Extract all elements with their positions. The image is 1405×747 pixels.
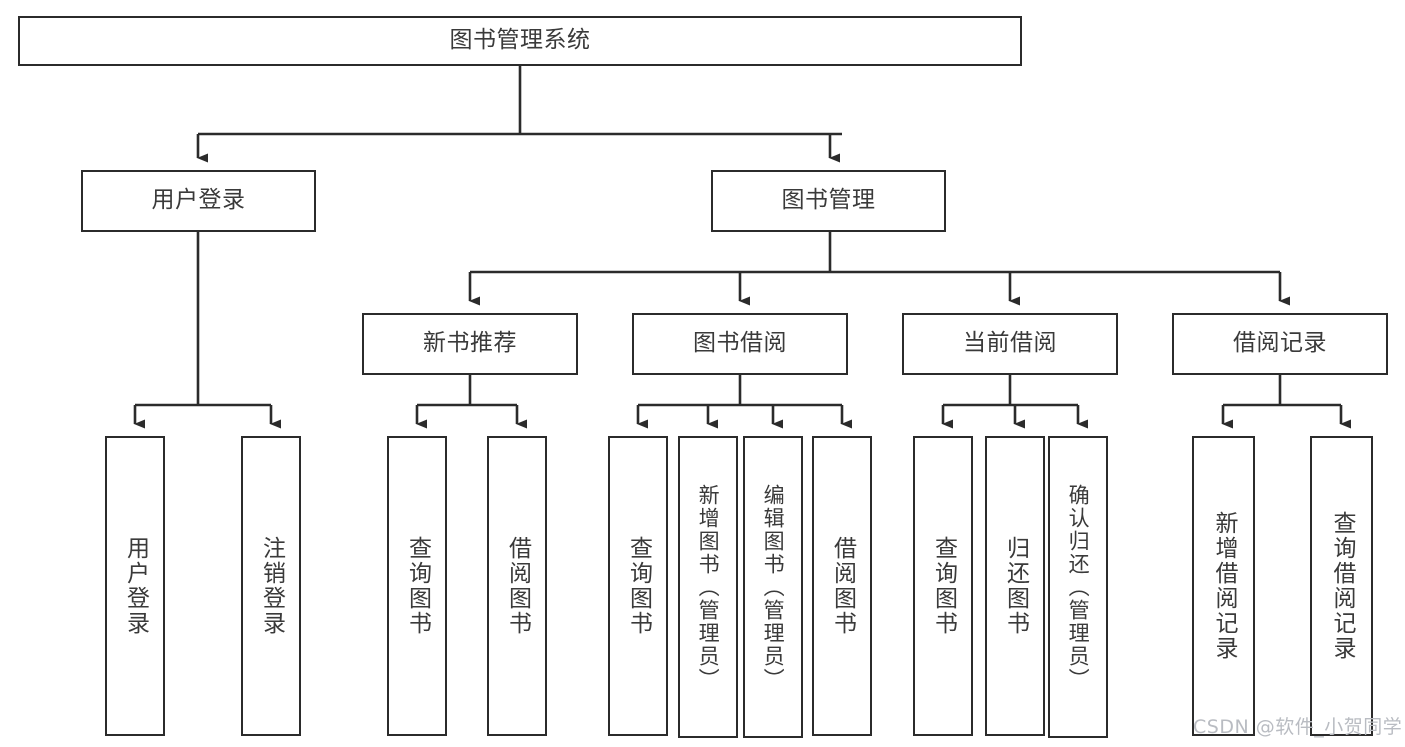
node-label: 借阅图书 xyxy=(504,536,531,636)
node-label: 借阅记录 xyxy=(1233,330,1327,357)
node-label: 新增图书（管理员） xyxy=(696,483,721,691)
leaf-borrow-add-book-admin[interactable]: 新增图书（管理员） xyxy=(678,436,738,738)
node-current-borrow[interactable]: 当前借阅 xyxy=(902,313,1118,375)
leaf-current-return-book[interactable]: 归还图书 xyxy=(985,436,1045,736)
node-label: 编辑图书（管理员） xyxy=(761,483,786,691)
node-user-login[interactable]: 用户登录 xyxy=(81,170,316,232)
node-label: 查询图书 xyxy=(930,536,957,636)
node-book-borrow[interactable]: 图书借阅 xyxy=(632,313,848,375)
node-label: 图书管理 xyxy=(781,187,876,214)
leaf-borrow-query-book[interactable]: 查询图书 xyxy=(608,436,668,736)
node-label: 查询图书 xyxy=(404,536,431,636)
leaf-borrow-borrow-book[interactable]: 借阅图书 xyxy=(812,436,872,736)
node-label: 用户登录 xyxy=(122,536,149,636)
node-label: 归还图书 xyxy=(1002,536,1029,636)
leaf-new-book-query[interactable]: 查询图书 xyxy=(387,436,447,736)
node-label: 借阅图书 xyxy=(829,536,856,636)
leaf-borrow-edit-book-admin[interactable]: 编辑图书（管理员） xyxy=(743,436,803,738)
node-label: 当前借阅 xyxy=(963,330,1057,357)
node-label: 查询图书 xyxy=(625,536,652,636)
leaf-current-confirm-return-admin[interactable]: 确认归还（管理员） xyxy=(1048,436,1108,738)
node-label: 图书管理系统 xyxy=(449,27,591,54)
node-root-system[interactable]: 图书管理系统 xyxy=(18,16,1022,66)
leaf-user-login-logout[interactable]: 注销登录 xyxy=(241,436,301,736)
node-label: 注销登录 xyxy=(258,536,285,636)
node-label: 新书推荐 xyxy=(423,330,517,357)
leaf-records-add-record[interactable]: 新增借阅记录 xyxy=(1192,436,1255,736)
csdn-watermark: CSDN @软件_小贺同学 xyxy=(1193,716,1403,738)
leaf-new-book-borrow[interactable]: 借阅图书 xyxy=(487,436,547,736)
node-label: 确认归还（管理员） xyxy=(1066,483,1091,691)
node-book-management[interactable]: 图书管理 xyxy=(711,170,946,232)
node-label: 查询借阅记录 xyxy=(1329,511,1356,661)
leaf-current-query-book[interactable]: 查询图书 xyxy=(913,436,973,736)
node-label: 新增借阅记录 xyxy=(1211,511,1238,661)
node-new-book-recommend[interactable]: 新书推荐 xyxy=(362,313,578,375)
leaf-user-login-login[interactable]: 用户登录 xyxy=(105,436,165,736)
leaf-records-query-record[interactable]: 查询借阅记录 xyxy=(1310,436,1373,736)
node-label: 图书借阅 xyxy=(693,330,787,357)
node-label: 用户登录 xyxy=(151,187,246,214)
node-borrow-records[interactable]: 借阅记录 xyxy=(1172,313,1388,375)
